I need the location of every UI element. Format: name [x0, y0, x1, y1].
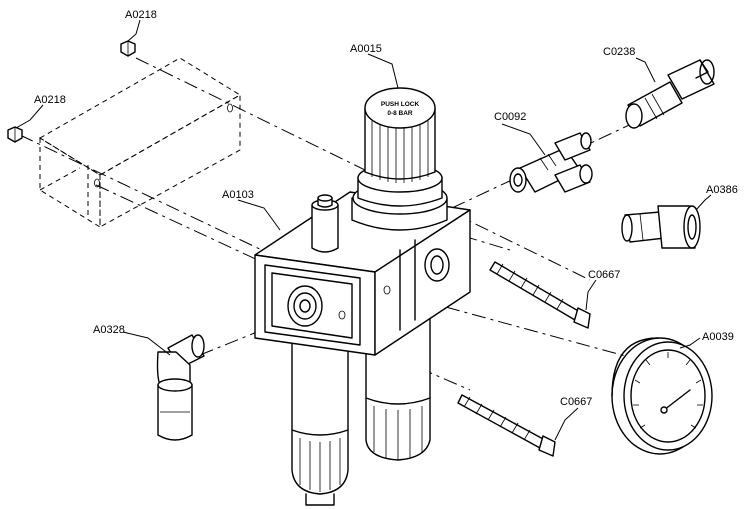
screw-upper: [489, 261, 591, 329]
hex-nut-top: [120, 40, 136, 57]
mounting-bracket: [39, 57, 241, 228]
knob-text-line2: 0-8 BAR: [387, 110, 413, 117]
tee-fitting: [509, 132, 593, 193]
label-quick-coupler: C0238: [603, 46, 635, 58]
regulator-knob-assembly: PUSH LOCK 0-8 BAR: [351, 87, 448, 231]
top-nozzle: [311, 194, 339, 253]
label-screw-lower: C0667: [560, 396, 592, 408]
leader-lines: [15, 19, 712, 441]
pressure-gauge: [611, 337, 713, 455]
label-nut-top: A0218: [125, 9, 157, 21]
screw-lower: [457, 394, 556, 457]
label-screw-upper: C0667: [588, 269, 620, 281]
quick-coupler: [625, 59, 715, 129]
part-labels: A0218 A0218 A0015 C0238 C0092 A0103 A038…: [34, 9, 738, 408]
label-filter-body: A0103: [222, 189, 254, 201]
label-pressure-gauge: A0039: [702, 331, 734, 343]
hex-nut-left: [7, 126, 23, 143]
knob-text-line1: PUSH LOCK: [381, 101, 420, 108]
label-tee-fitting: C0092: [494, 111, 526, 123]
label-elbow-fitting: A0328: [93, 324, 125, 336]
plug-connector: [621, 205, 701, 249]
filter-bowl-left: [291, 329, 349, 506]
filter-bowl-right: [365, 317, 431, 461]
label-plug-connector: A0386: [706, 184, 738, 196]
elbow-fitting: [156, 334, 205, 441]
label-nut-left: A0218: [34, 94, 66, 106]
label-regulator-knob: A0015: [350, 43, 382, 55]
